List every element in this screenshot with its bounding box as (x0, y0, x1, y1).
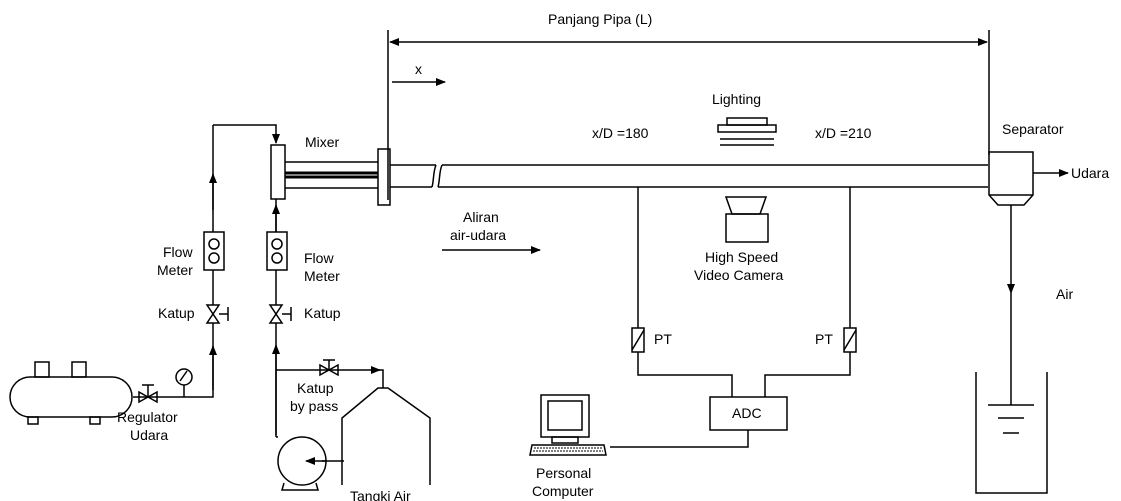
water-valve-label: Katup (304, 305, 341, 321)
udara-outlet-label: Udara (1071, 165, 1109, 181)
flow-label-line1: Aliran (463, 209, 499, 225)
camera-label-line2: Video Camera (694, 267, 783, 283)
pc-label-line2: Computer (532, 483, 594, 499)
adc-label: ADC (732, 405, 762, 421)
lighting-fixture (717, 117, 777, 146)
air-valve (205, 304, 229, 324)
bypass-line (276, 359, 384, 388)
water-flowmeter-label-line2: Meter (304, 268, 340, 284)
lighting-label: Lighting (712, 91, 761, 107)
pt-left-label: PT (654, 331, 672, 347)
pt-right-label: PT (815, 331, 833, 347)
air-regulator (138, 384, 158, 404)
regulator-label-line2: Udara (130, 427, 168, 443)
mixer (270, 144, 391, 206)
position-210-label: x/D =210 (815, 125, 872, 141)
air-flowmeter-label-line1: Flow (163, 244, 193, 260)
pipe-length-label: Panjang Pipa (L) (548, 11, 652, 27)
personal-computer (529, 394, 607, 456)
air-flow-meter (203, 231, 225, 271)
flow-label-line2: air-udara (450, 227, 506, 243)
water-flowmeter-label-line1: Flow (304, 250, 334, 266)
bypass-label-line1: Katup (297, 380, 334, 396)
air-flowmeter-label-line2: Meter (157, 262, 193, 278)
pipe-length-dimension (387, 30, 990, 200)
regulator-label-line1: Regulator (117, 409, 178, 425)
x-axis-label: x (415, 61, 422, 77)
water-valve (268, 304, 292, 324)
tank-label: Tangki Air (350, 488, 411, 501)
pc-label-line1: Personal (536, 465, 591, 481)
position-180-label: x/D =180 (592, 125, 649, 141)
air-supply-line (133, 124, 280, 398)
camera-label-line1: High Speed (705, 249, 778, 265)
collection-tank (975, 372, 1048, 494)
test-pipe (390, 164, 988, 188)
pressure-gauge (175, 368, 193, 397)
water-flow-meter (266, 231, 288, 271)
adc-pc-cable (610, 430, 749, 448)
water-outlet-label: Air (1056, 286, 1073, 302)
pressure-tap-wiring (631, 187, 857, 397)
separator (988, 151, 1069, 405)
bypass-label-line2: by pass (290, 398, 338, 414)
air-compressor (9, 361, 133, 425)
air-valve-label: Katup (158, 305, 195, 321)
high-speed-camera (724, 196, 769, 243)
pump (276, 436, 344, 491)
water-tank (341, 387, 431, 485)
mixer-label: Mixer (305, 134, 340, 150)
separator-label: Separator (1002, 121, 1064, 137)
